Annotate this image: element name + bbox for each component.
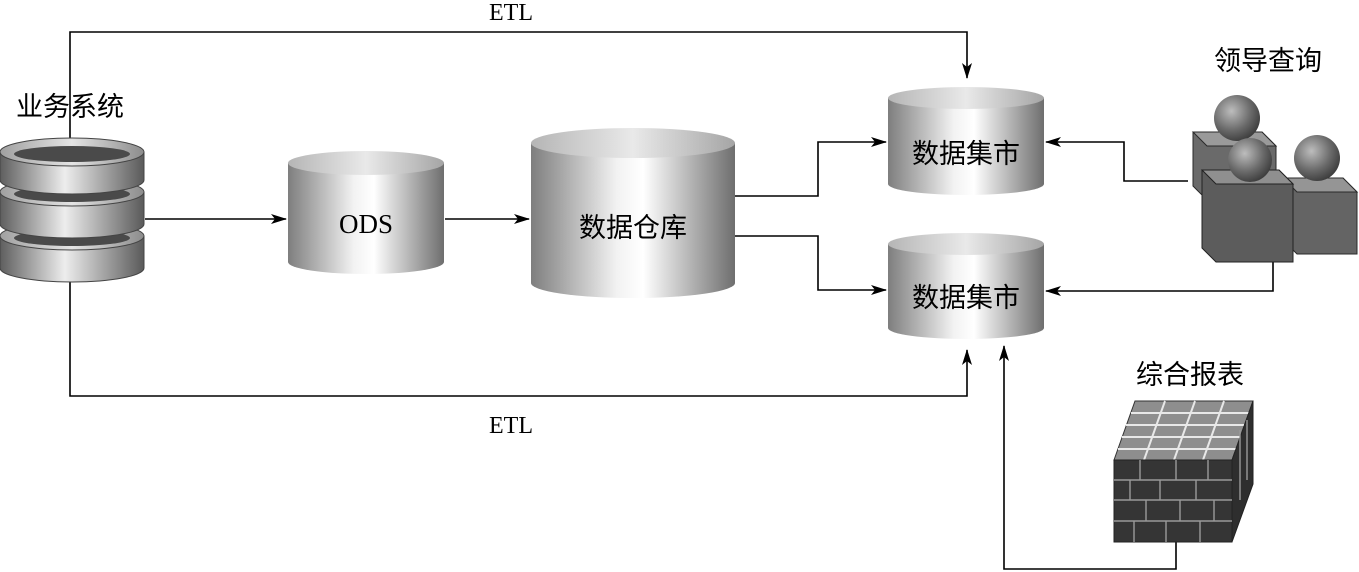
data-mart-top-cylinder (888, 87, 1044, 195)
etl-top-arrow (69, 31, 972, 140)
query-to-mart-top-arrow (1045, 137, 1188, 182)
etl-top-label: ETL (489, 0, 533, 26)
data-mart-bottom-label: 数据集市 (912, 283, 1020, 314)
report-to-mart-arrow (999, 345, 1177, 570)
data-mart-top-label: 数据集市 (912, 139, 1020, 170)
etl-bottom-arrow (69, 282, 972, 397)
connectors (69, 31, 1274, 570)
ods-cylinder (288, 151, 444, 274)
data-warehouse-cylinder (531, 128, 735, 298)
leadership-query-label: 领导查询 (1214, 46, 1322, 77)
etl-bottom-label: ETL (489, 413, 533, 439)
query-to-mart-bottom-arrow (1045, 262, 1274, 296)
disk (0, 137, 145, 195)
users-group-icon (1191, 95, 1359, 263)
database-stack-icon (0, 137, 145, 283)
integrated-report-label: 综合报表 (1136, 360, 1244, 391)
ods-label: ODS (339, 209, 393, 239)
data-mart-bottom-cylinder (888, 233, 1044, 339)
report-cube-icon (1113, 400, 1254, 543)
warehouse-to-mart-bottom-arrow (735, 235, 887, 295)
business-system-label: 业务系统 (16, 92, 124, 123)
user-figure (1281, 135, 1359, 255)
data-warehouse-label: 数据仓库 (579, 213, 687, 244)
user-figure (1200, 138, 1295, 263)
warehouse-to-mart-top-arrow (735, 137, 887, 197)
